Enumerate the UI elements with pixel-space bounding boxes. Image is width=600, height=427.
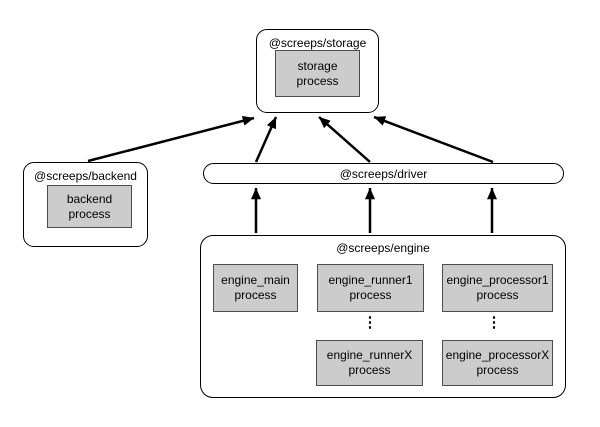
engine-processor1-label-line2: process: [476, 288, 519, 302]
engine-runnerX-label-line1: engine_runnerX: [326, 348, 413, 362]
storage-process-label-line1: storage: [297, 58, 338, 73]
edge-backend-to-storage: [87, 115, 255, 163]
runner-ellipsis: ⋮: [362, 314, 378, 331]
engine-processor1-process-box: engine_processor1 process: [442, 264, 553, 312]
backend-process-label-line2: process: [68, 206, 111, 221]
engine-processorX-label-line2: process: [476, 363, 519, 377]
engine-main-label-line1: engine_main: [221, 273, 290, 287]
backend-process-label-line1: backend: [66, 191, 113, 206]
engine-runner1-label-line2: process: [349, 288, 392, 302]
engine-main-process-box: engine_main process: [213, 264, 298, 312]
engine-processor1-label-line1: engine_processor1: [446, 273, 549, 287]
storage-process-label-line2: process: [296, 73, 339, 88]
engine-runner1-label-line1: engine_runner1: [328, 273, 413, 287]
edge-driver-left-to-storage: [254, 116, 278, 163]
engine-node-title: @screeps/engine: [336, 241, 430, 255]
edge-driver-middle-to-storage: [318, 116, 371, 163]
engine-runnerX-label-line2: process: [348, 363, 391, 377]
edge-driver-right-to-storage: [373, 115, 494, 164]
engine-processorX-label-line1: engine_processorX: [445, 348, 550, 362]
engine-runnerX-process-box: engine_runnerX process: [316, 340, 423, 386]
engine-main-label-line2: process: [234, 288, 277, 302]
storage-process-box: storage process: [275, 50, 360, 97]
backend-process-box: backend process: [47, 185, 132, 228]
processor-ellipsis: ⋮: [486, 314, 502, 331]
engine-runner1-process-box: engine_runner1 process: [317, 264, 424, 312]
backend-node-title: @screeps/backend: [34, 169, 137, 183]
storage-node-title: @screeps/storage: [268, 36, 367, 50]
driver-node-title: @screeps/driver: [339, 166, 428, 181]
engine-processorX-process-box: engine_processorX process: [442, 340, 553, 386]
driver-node: @screeps/driver: [203, 163, 564, 184]
